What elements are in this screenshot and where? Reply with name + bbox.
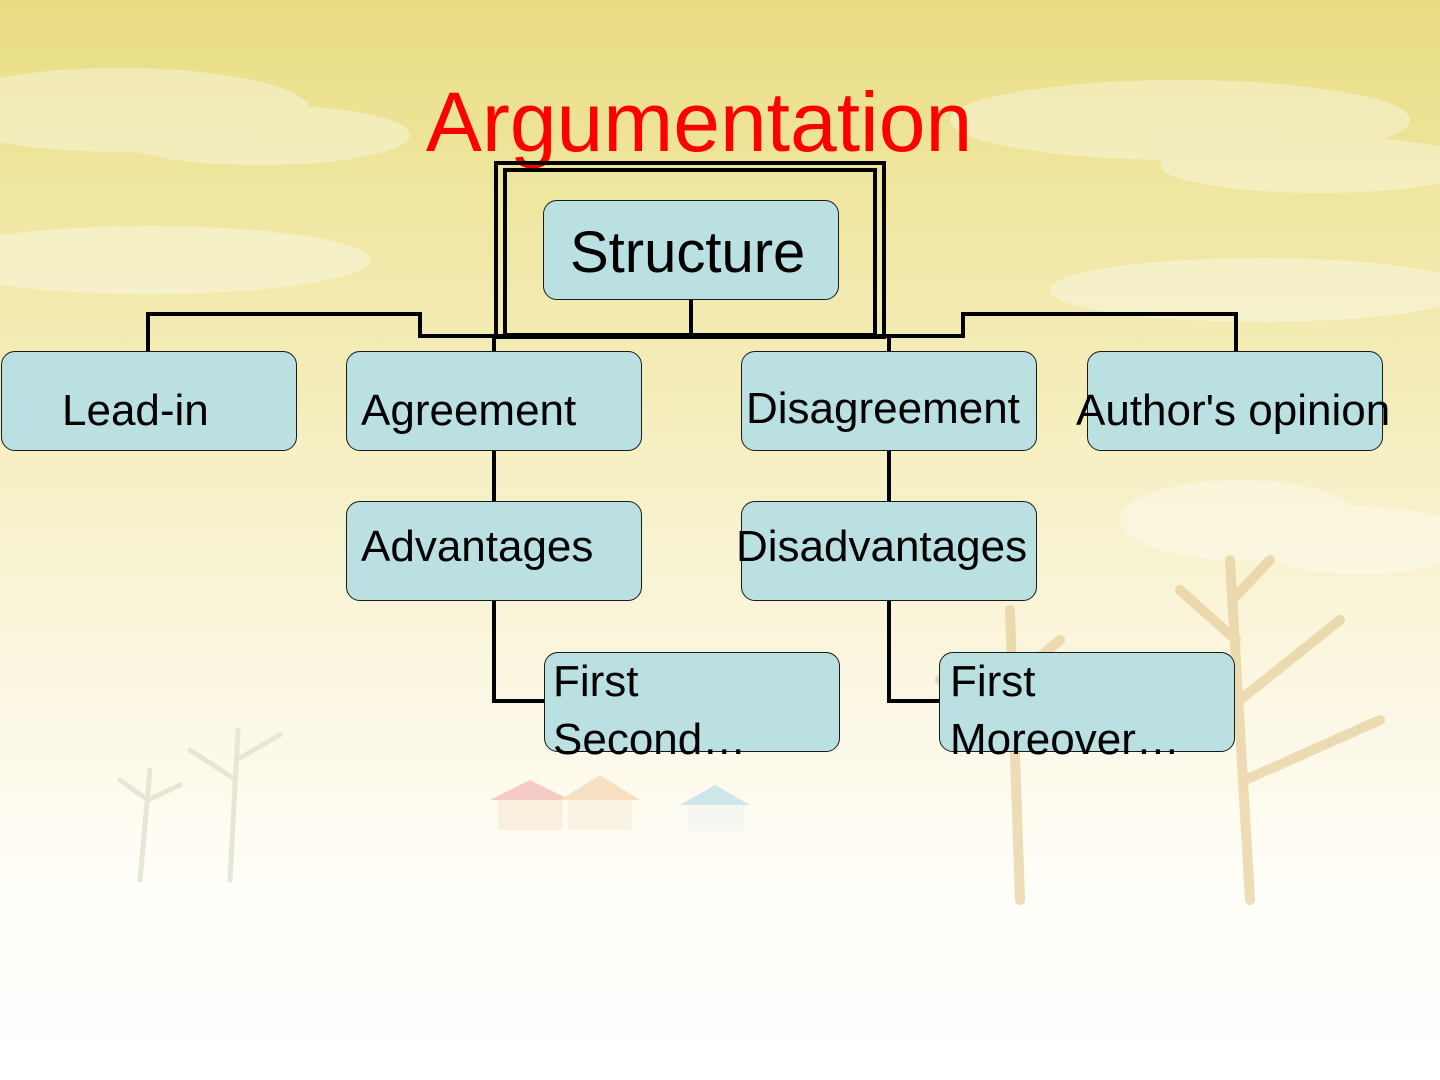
tree-left — [117, 727, 283, 883]
node-agreement-label: Agreement — [361, 386, 577, 435]
node-advantages-label: Advantages — [361, 522, 594, 571]
node-first-moreover: First Moreover… — [939, 652, 1235, 764]
node-first-second-line2: Second… — [553, 715, 747, 764]
node-first-second: First Second… — [544, 652, 840, 764]
node-disadvantages-label: Disadvantages — [736, 522, 1028, 571]
node-agreement: Agreement — [346, 351, 642, 451]
node-structure-label: Structure — [570, 220, 806, 285]
node-disagreement: Disagreement — [741, 351, 1037, 451]
node-advantages: Advantages — [346, 501, 642, 601]
connector-first-second — [492, 600, 545, 703]
node-lead-in-label: Lead-in — [62, 386, 209, 435]
page-title: Argumentation — [425, 75, 973, 169]
node-authors-opinion-label: Author's opinion — [1076, 386, 1391, 435]
node-first-second-line1: First — [553, 657, 639, 706]
houses — [490, 775, 750, 831]
connector-authors-opinion — [691, 312, 1238, 352]
connector-first-moreover — [887, 600, 940, 703]
clouds — [0, 68, 1440, 574]
node-structure: Structure — [543, 200, 839, 300]
node-first-moreover-line2: Moreover… — [950, 715, 1180, 764]
node-lead-in: Lead-in — [1, 351, 297, 451]
node-first-moreover-line1: First — [950, 657, 1036, 706]
node-authors-opinion: Author's opinion — [1076, 351, 1390, 451]
node-disadvantages: Disadvantages — [736, 501, 1037, 601]
node-disagreement-label: Disagreement — [746, 384, 1020, 433]
connector-lead-in — [146, 312, 691, 352]
